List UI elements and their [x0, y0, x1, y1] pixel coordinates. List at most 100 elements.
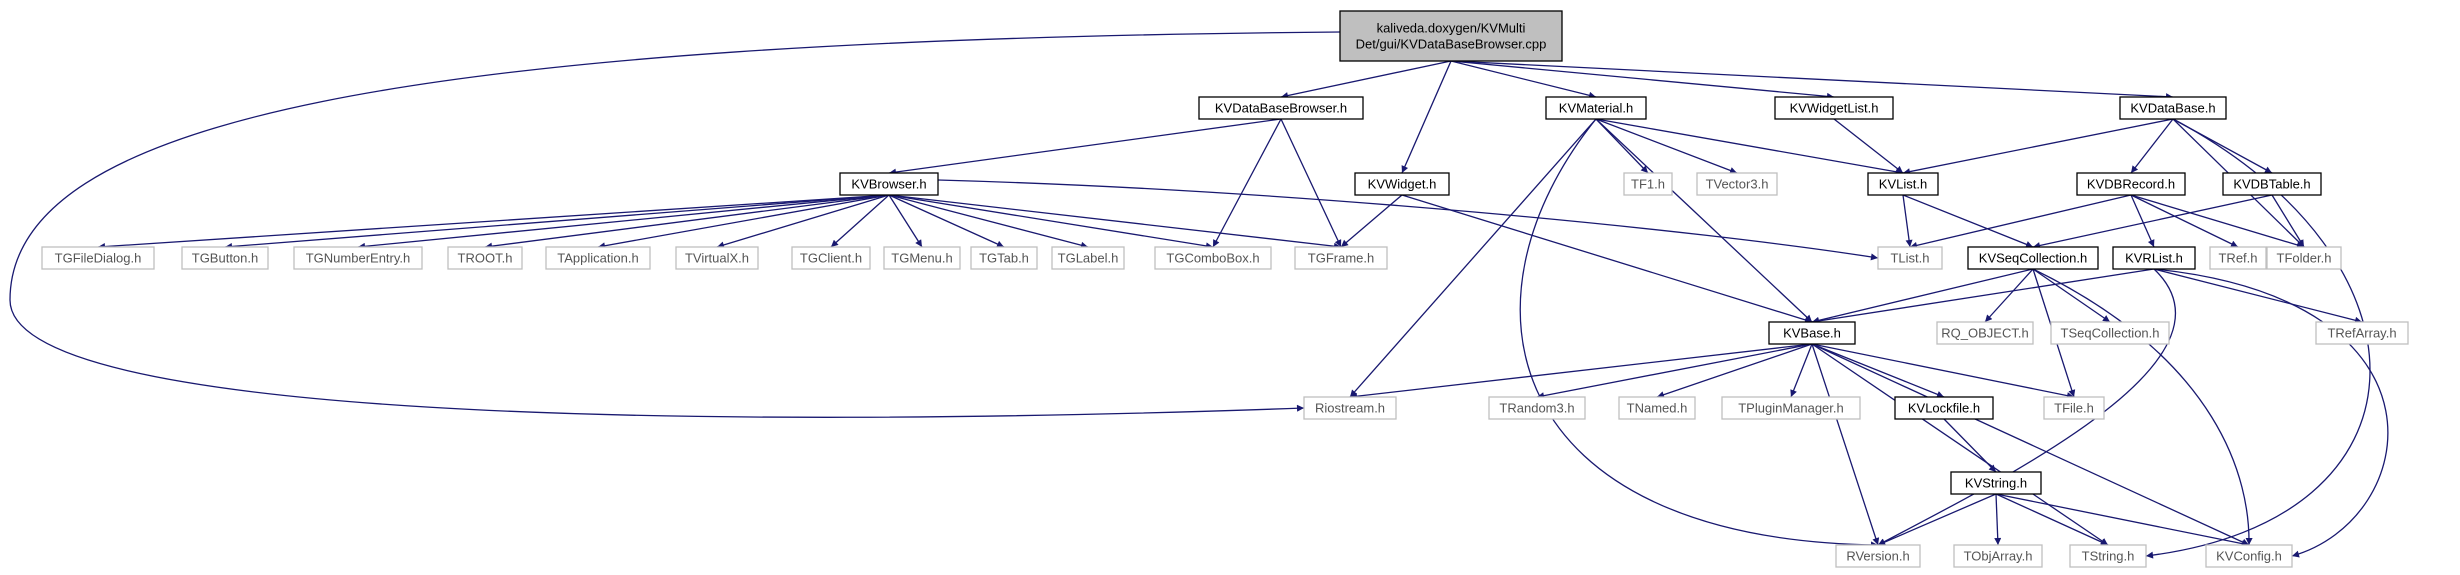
node-label: TObjArray.h [1964, 549, 2033, 564]
edge-kvbrowser-h-to-tgfiledialog-h [97, 194, 890, 251]
node-kvdbtable-h[interactable]: KVDBTable.h [2222, 172, 2322, 196]
node-kvbrowser-h[interactable]: KVBrowser.h [839, 172, 939, 196]
node-box [1774, 96, 1894, 120]
node-label: TGFileDialog.h [55, 251, 142, 266]
node-label: TGClient.h [800, 251, 862, 266]
node-kvrlist-h[interactable]: KVRList.h [2112, 246, 2196, 270]
edge-root-to-kvdatabase-h [1450, 60, 2174, 101]
edge-kvlockfile-h-to-kvstring-h [1943, 418, 1997, 473]
edge-kvrlist-h-to-kvconfig-h [2153, 268, 2389, 558]
node-label: kaliveda.doxygen/KVMulti [1377, 21, 1526, 36]
edge-kvbrowser-h-to-tgmenu-h [888, 194, 923, 248]
node-tpluginmanager-h: TPluginManager.h [1721, 396, 1861, 420]
node-kvstring-h[interactable]: KVString.h [1950, 471, 2042, 495]
node-kvlist-h[interactable]: KVList.h [1867, 172, 1939, 196]
node-box [675, 246, 759, 270]
edge-kvrlist-h-to-trefarray-h [2153, 268, 2363, 324]
node-kvwidgetlist-h[interactable]: KVWidgetList.h [1774, 96, 1894, 120]
node-label: TNamed.h [1627, 401, 1688, 416]
edge-kvbrowser-h-to-tglabel-h [888, 194, 1089, 249]
node-root[interactable]: kaliveda.doxygen/KVMultiDet/gui/KVDataBa… [1339, 10, 1563, 62]
node-trandom3-h: TRandom3.h [1488, 396, 1586, 420]
node-label: KVRList.h [2125, 251, 2183, 266]
edge-kvbase-h-to-tnamed-h [1656, 343, 1813, 399]
edge-kvdbrecord-h-to-kvrlist-h [2130, 194, 2155, 248]
node-label: TRefArray.h [2327, 326, 2396, 341]
node-box [2266, 246, 2342, 270]
node-box [1835, 544, 1921, 568]
node-box [1696, 172, 1778, 196]
edge-kvseqcollection-h-to-kvconfig-h [2032, 268, 2253, 546]
node-tgtab-h: TGTab.h [970, 246, 1038, 270]
node-kvbase-h[interactable]: KVBase.h [1768, 321, 1856, 345]
node-label: TPluginManager.h [1738, 401, 1844, 416]
node-box [293, 246, 423, 270]
edge-kvdatabase-h-to-kvdbrecord-h [2130, 118, 2174, 174]
node-box [2112, 246, 2196, 270]
node-box [1618, 396, 1696, 420]
node-label: KVConfig.h [2216, 549, 2282, 564]
node-label: TVector3.h [1706, 177, 1769, 192]
node-box [545, 246, 651, 270]
node-kvdbrecord-h[interactable]: KVDBRecord.h [2076, 172, 2186, 196]
edge-kvstring-h-to-tstring-h [1995, 493, 2109, 546]
node-tvirtualx-h: TVirtualX.h [675, 246, 759, 270]
node-label: KVSeqCollection.h [1979, 251, 2087, 266]
edge-kvbrowser-h-to-tgbutton-h [224, 194, 890, 250]
node-box [839, 172, 939, 196]
edge-kvdatabasebrowser-h-to-tgframe-h [1280, 118, 1342, 248]
edge-kvbrowser-h-to-tgtab-h [888, 194, 1005, 248]
node-label: KVDBTable.h [2233, 177, 2310, 192]
edge-kvbase-h-to-tpluginmanager-h [1790, 343, 1813, 398]
node-kvwidget-h[interactable]: KVWidget.h [1354, 172, 1450, 196]
node-label: TF1.h [1631, 177, 1665, 192]
node-box [447, 246, 523, 270]
node-label: TSeqCollection.h [2061, 326, 2160, 341]
node-box [1894, 396, 1994, 420]
node-tstring-h: TString.h [2069, 544, 2147, 568]
edge-kvdbtable-h-to-tfolder-h [2271, 194, 2305, 248]
node-box [1545, 96, 1647, 120]
edge-kvrlist-h-to-kvbase-h [1811, 268, 2155, 325]
edge-kvlist-h-to-tlist-h [1902, 194, 1913, 248]
edge-kvbase-h-to-kvconfig-h [1811, 343, 2250, 546]
node-label: TGTab.h [979, 251, 1029, 266]
edge-kvbase-h-to-riostream-h [1349, 343, 1813, 400]
edge-root-to-kvwidgetlist-h [1450, 60, 1835, 100]
node-box [2315, 321, 2409, 345]
node-tvector3-h: TVector3.h [1696, 172, 1778, 196]
edge-kvdatabase-h-to-kvlist-h [1902, 118, 2174, 176]
node-tgbutton-h: TGButton.h [181, 246, 269, 270]
node-tgmenu-h: TGMenu.h [883, 246, 961, 270]
node-kvmaterial-h[interactable]: KVMaterial.h [1545, 96, 1647, 120]
edge-kvbrowser-h-to-tgframe-h [888, 194, 1342, 250]
node-kvdatabasebrowser-h[interactable]: KVDataBaseBrowser.h [1198, 96, 1364, 120]
edge-kvstring-h-to-rversion-h [1877, 493, 1997, 546]
nodes-layer: kaliveda.doxygen/KVMultiDet/gui/KVDataBa… [41, 10, 2409, 568]
node-box [1623, 172, 1673, 196]
edge-root-to-riostream-h [9, 31, 1341, 418]
edges-layer [9, 31, 2389, 559]
node-label: RQ_OBJECT.h [1941, 326, 2028, 341]
edge-kvseqcollection-h-to-tseqcollection-h [2032, 268, 2111, 323]
node-label: TROOT.h [458, 251, 513, 266]
edge-kvmaterial-h-to-kvlist-h [1595, 118, 1904, 176]
node-tf1-h: TF1.h [1623, 172, 1673, 196]
edge-kvdatabasebrowser-h-to-kvbrowser-h [888, 118, 1282, 176]
node-kvseqcollection-h[interactable]: KVSeqCollection.h [1967, 246, 2099, 270]
node-kvlockfile-h[interactable]: KVLockfile.h [1894, 396, 1994, 420]
edge-kvbrowser-h-to-tgcombobox-h [888, 194, 1214, 250]
node-tgframe-h: TGFrame.h [1294, 246, 1388, 270]
node-box [1154, 246, 1272, 270]
edge-kvmaterial-h-to-riostream-h [1349, 118, 1597, 398]
node-tglabel-h: TGLabel.h [1051, 246, 1125, 270]
node-label: KVDBRecord.h [2087, 177, 2175, 192]
node-box [2209, 246, 2267, 270]
node-label: KVWidget.h [1368, 177, 1437, 192]
edge-kvwidgetlist-h-to-kvlist-h [1833, 118, 1904, 174]
node-label: KVWidgetList.h [1790, 101, 1879, 116]
node-box [2076, 172, 2186, 196]
node-tgfiledialog-h: TGFileDialog.h [41, 246, 155, 270]
node-kvdatabase-h[interactable]: KVDataBase.h [2119, 96, 2227, 120]
